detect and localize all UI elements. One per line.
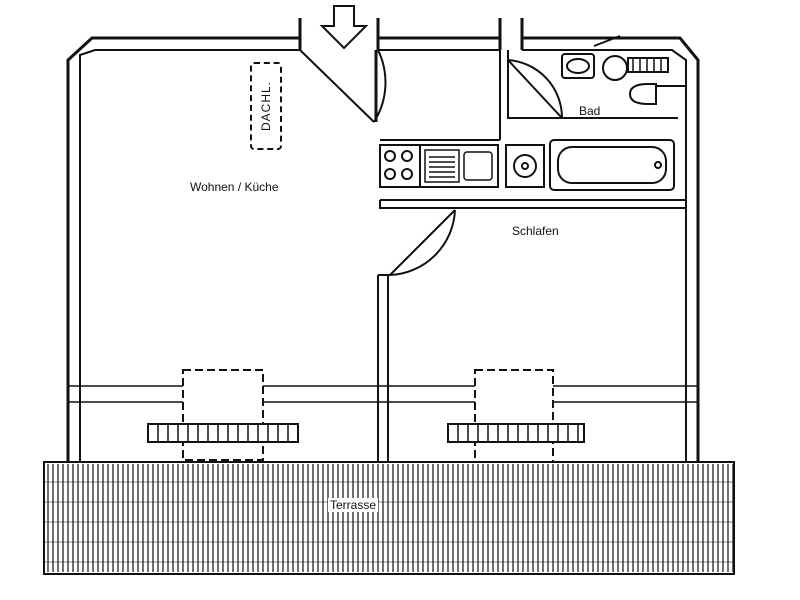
washbasin-icon xyxy=(561,35,621,79)
outer-walls xyxy=(66,18,700,462)
window-right xyxy=(447,369,585,463)
window-left xyxy=(147,369,299,461)
dachl-marker: DACHL. xyxy=(250,62,282,150)
bath-door xyxy=(507,59,564,119)
label-living-kitchen: Wohnen / Küche xyxy=(190,180,279,194)
washing-machine-icon xyxy=(505,144,545,188)
bathtub-icon xyxy=(549,139,675,191)
bedroom-door xyxy=(378,209,456,276)
beam-lines xyxy=(68,385,698,403)
label-bath: Bad xyxy=(579,104,601,118)
entrance-arrow-icon xyxy=(319,5,369,50)
label-terrace: Terrasse xyxy=(328,498,379,512)
label-bedroom: Schlafen xyxy=(512,224,559,238)
toilet-icon xyxy=(602,55,686,105)
stove-icon xyxy=(384,150,413,180)
entrance-door xyxy=(299,49,387,123)
sink-icon xyxy=(424,149,493,183)
bath-walls xyxy=(380,50,678,141)
terrace-boards xyxy=(43,461,735,575)
dachl-label: DACHL. xyxy=(259,80,273,132)
bedroom-walls xyxy=(377,199,686,462)
